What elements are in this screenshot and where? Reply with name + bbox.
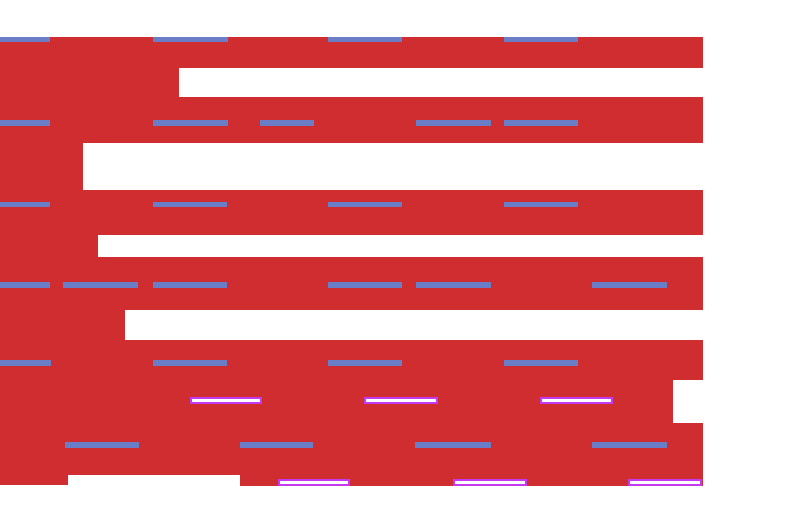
link-underline-bar[interactable] xyxy=(0,120,50,126)
link-underline-bar[interactable] xyxy=(153,360,227,366)
outlined-link-box[interactable] xyxy=(278,479,350,486)
link-underline-bar[interactable] xyxy=(0,37,50,42)
link-underline-bar[interactable] xyxy=(63,282,138,288)
link-underline-bar[interactable] xyxy=(0,282,50,288)
link-underline-bar[interactable] xyxy=(0,360,51,366)
link-underline-bar[interactable] xyxy=(240,442,313,448)
link-underline-bar[interactable] xyxy=(328,282,402,288)
link-underline-bar[interactable] xyxy=(153,120,228,126)
outlined-link-box[interactable] xyxy=(190,397,262,404)
redacted-text-block xyxy=(0,97,703,143)
redacted-text-block xyxy=(0,310,125,340)
redacted-text-block xyxy=(0,475,68,485)
link-underline-bar[interactable] xyxy=(153,202,227,207)
redacted-text-block xyxy=(0,68,179,97)
link-underline-bar[interactable] xyxy=(328,37,402,42)
link-underline-bar[interactable] xyxy=(592,442,667,448)
link-underline-bar[interactable] xyxy=(416,282,491,288)
link-underline-bar[interactable] xyxy=(0,202,50,207)
outlined-link-box[interactable] xyxy=(540,397,613,404)
link-underline-bar[interactable] xyxy=(260,120,314,126)
outlined-link-box[interactable] xyxy=(364,397,438,404)
redacted-text-block xyxy=(0,37,703,68)
outlined-link-box[interactable] xyxy=(453,479,527,486)
link-underline-bar[interactable] xyxy=(416,120,491,126)
redacted-text-block xyxy=(0,190,703,235)
link-underline-bar[interactable] xyxy=(328,360,402,366)
link-underline-bar[interactable] xyxy=(328,202,402,207)
background-cutout xyxy=(673,380,703,423)
redacted-text-block xyxy=(0,143,83,190)
outlined-link-box[interactable] xyxy=(628,479,702,486)
link-underline-bar[interactable] xyxy=(153,282,227,288)
link-underline-bar[interactable] xyxy=(592,282,667,288)
link-underline-bar[interactable] xyxy=(504,120,578,126)
link-underline-bar[interactable] xyxy=(504,202,578,207)
link-underline-bar[interactable] xyxy=(504,37,578,42)
link-underline-bar[interactable] xyxy=(65,442,139,448)
link-underline-bar[interactable] xyxy=(415,442,491,448)
link-underline-bar[interactable] xyxy=(153,37,228,42)
link-underline-bar[interactable] xyxy=(504,360,578,366)
redacted-text-block xyxy=(0,235,98,257)
